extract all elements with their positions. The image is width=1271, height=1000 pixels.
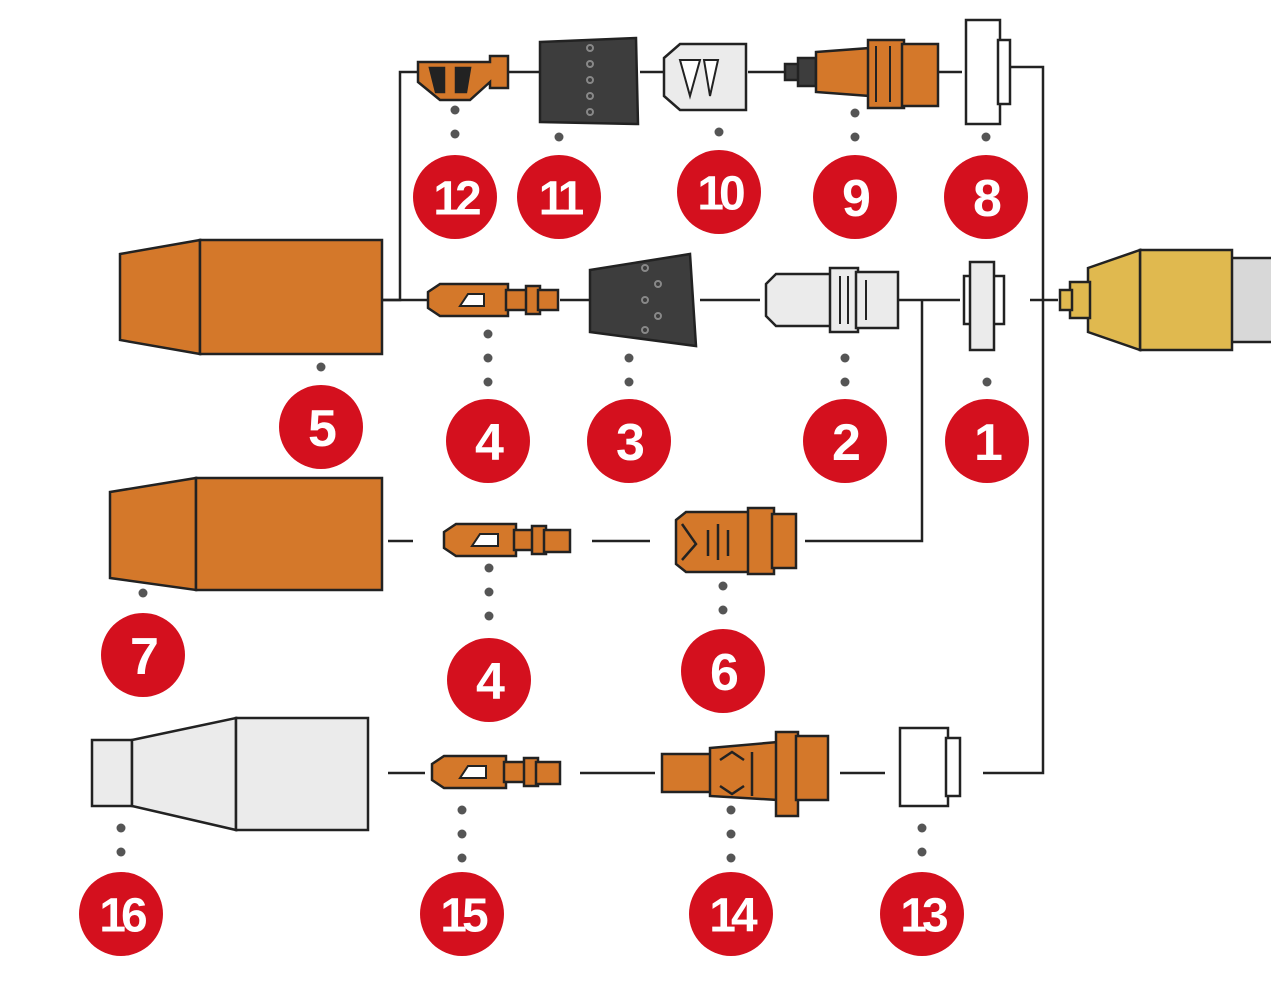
badge-circle [813, 155, 897, 239]
badge-label: 3 [616, 414, 644, 472]
badge-circle [803, 399, 887, 483]
branch-to-12-line [383, 70, 418, 302]
trunk-line [983, 65, 1045, 775]
tip-holder-icon-14 [660, 730, 830, 818]
badge-circle [880, 872, 964, 956]
badge-label: 13 [900, 890, 947, 943]
tip-holder-icon-6 [674, 506, 798, 576]
part-badge-b8: 8 [944, 155, 1028, 239]
badge-label: 10 [697, 168, 744, 221]
badge-circle [587, 399, 671, 483]
part-badge-b1: 1 [945, 399, 1029, 483]
part-badge-b16: 16 [79, 872, 163, 956]
badge-label: 14 [709, 890, 758, 943]
badge-circle [446, 399, 530, 483]
badge-label: 15 [440, 890, 488, 943]
gas-nozzle-icon-5 [118, 238, 384, 356]
part-badge-b9: 9 [813, 155, 897, 239]
insulator-ring-icon-8 [964, 18, 1012, 126]
badge-circle [413, 155, 497, 239]
badge-circle [79, 872, 163, 956]
badge-circle [689, 872, 773, 956]
insulating-sleeve-icon [662, 42, 748, 112]
gas-nozzle-icon-16 [90, 716, 370, 832]
leader-dots [116, 105, 992, 863]
contact-tip-icon-15 [430, 754, 562, 790]
insulating-cap-icon-11 [538, 36, 640, 126]
part-badge-b10: 10 [677, 150, 761, 234]
badge-label: 1 [974, 414, 1002, 472]
tip-holder-icon-9 [783, 38, 940, 110]
badge-label: 16 [99, 890, 146, 943]
part-badge-b5: 5 [279, 385, 363, 469]
badge-label: 9 [842, 170, 869, 228]
part-badge-b14: 14 [689, 872, 773, 956]
part-badge-b7: 7 [101, 613, 185, 697]
badge-circle [279, 385, 363, 469]
contact-tip-icon-4b [442, 522, 572, 558]
insulator-ring-icon-1 [962, 260, 1006, 352]
gas-diffuser-icon [764, 266, 900, 334]
badge-circle [944, 155, 1028, 239]
part-badge-b4b: 4 [447, 638, 531, 722]
badge-label: 11 [539, 173, 584, 226]
badge-circle [420, 872, 504, 956]
badge-label: 7 [130, 628, 157, 686]
part-badge-b12: 12 [413, 155, 497, 239]
badge-label: 5 [308, 400, 336, 458]
badge-label: 4 [476, 653, 505, 711]
part-badge-b3: 3 [587, 399, 671, 483]
part-badge-b2: 2 [803, 399, 887, 483]
branch-to-row3-line [805, 300, 924, 543]
part-badge-b15: 15 [420, 872, 504, 956]
part-badge-b11: 11 [517, 155, 601, 239]
part-badge-b13: 13 [880, 872, 964, 956]
part-badge-b6: 6 [681, 629, 765, 713]
badge-circle [945, 399, 1029, 483]
badge-circle [681, 629, 765, 713]
badge-label: 4 [475, 414, 504, 472]
insulator-sleeve-icon [898, 726, 962, 808]
badge-circle [101, 613, 185, 697]
badge-circle [677, 150, 761, 234]
contact-tip-icon-4a [426, 282, 560, 318]
torch-neck-icon [1058, 248, 1271, 352]
connector-lines [383, 65, 1058, 775]
part-badge-b4a: 4 [446, 399, 530, 483]
gas-nozzle-icon-7 [108, 476, 384, 592]
spot-tip-icon [416, 54, 510, 102]
badge-label: 2 [832, 414, 859, 472]
badge-label: 6 [710, 644, 738, 702]
badge-label: 8 [973, 170, 1001, 228]
badge-label: 12 [433, 173, 480, 226]
badge-circle [517, 155, 601, 239]
badge-circle [447, 638, 531, 722]
insulating-cap-icon-3 [588, 252, 698, 348]
